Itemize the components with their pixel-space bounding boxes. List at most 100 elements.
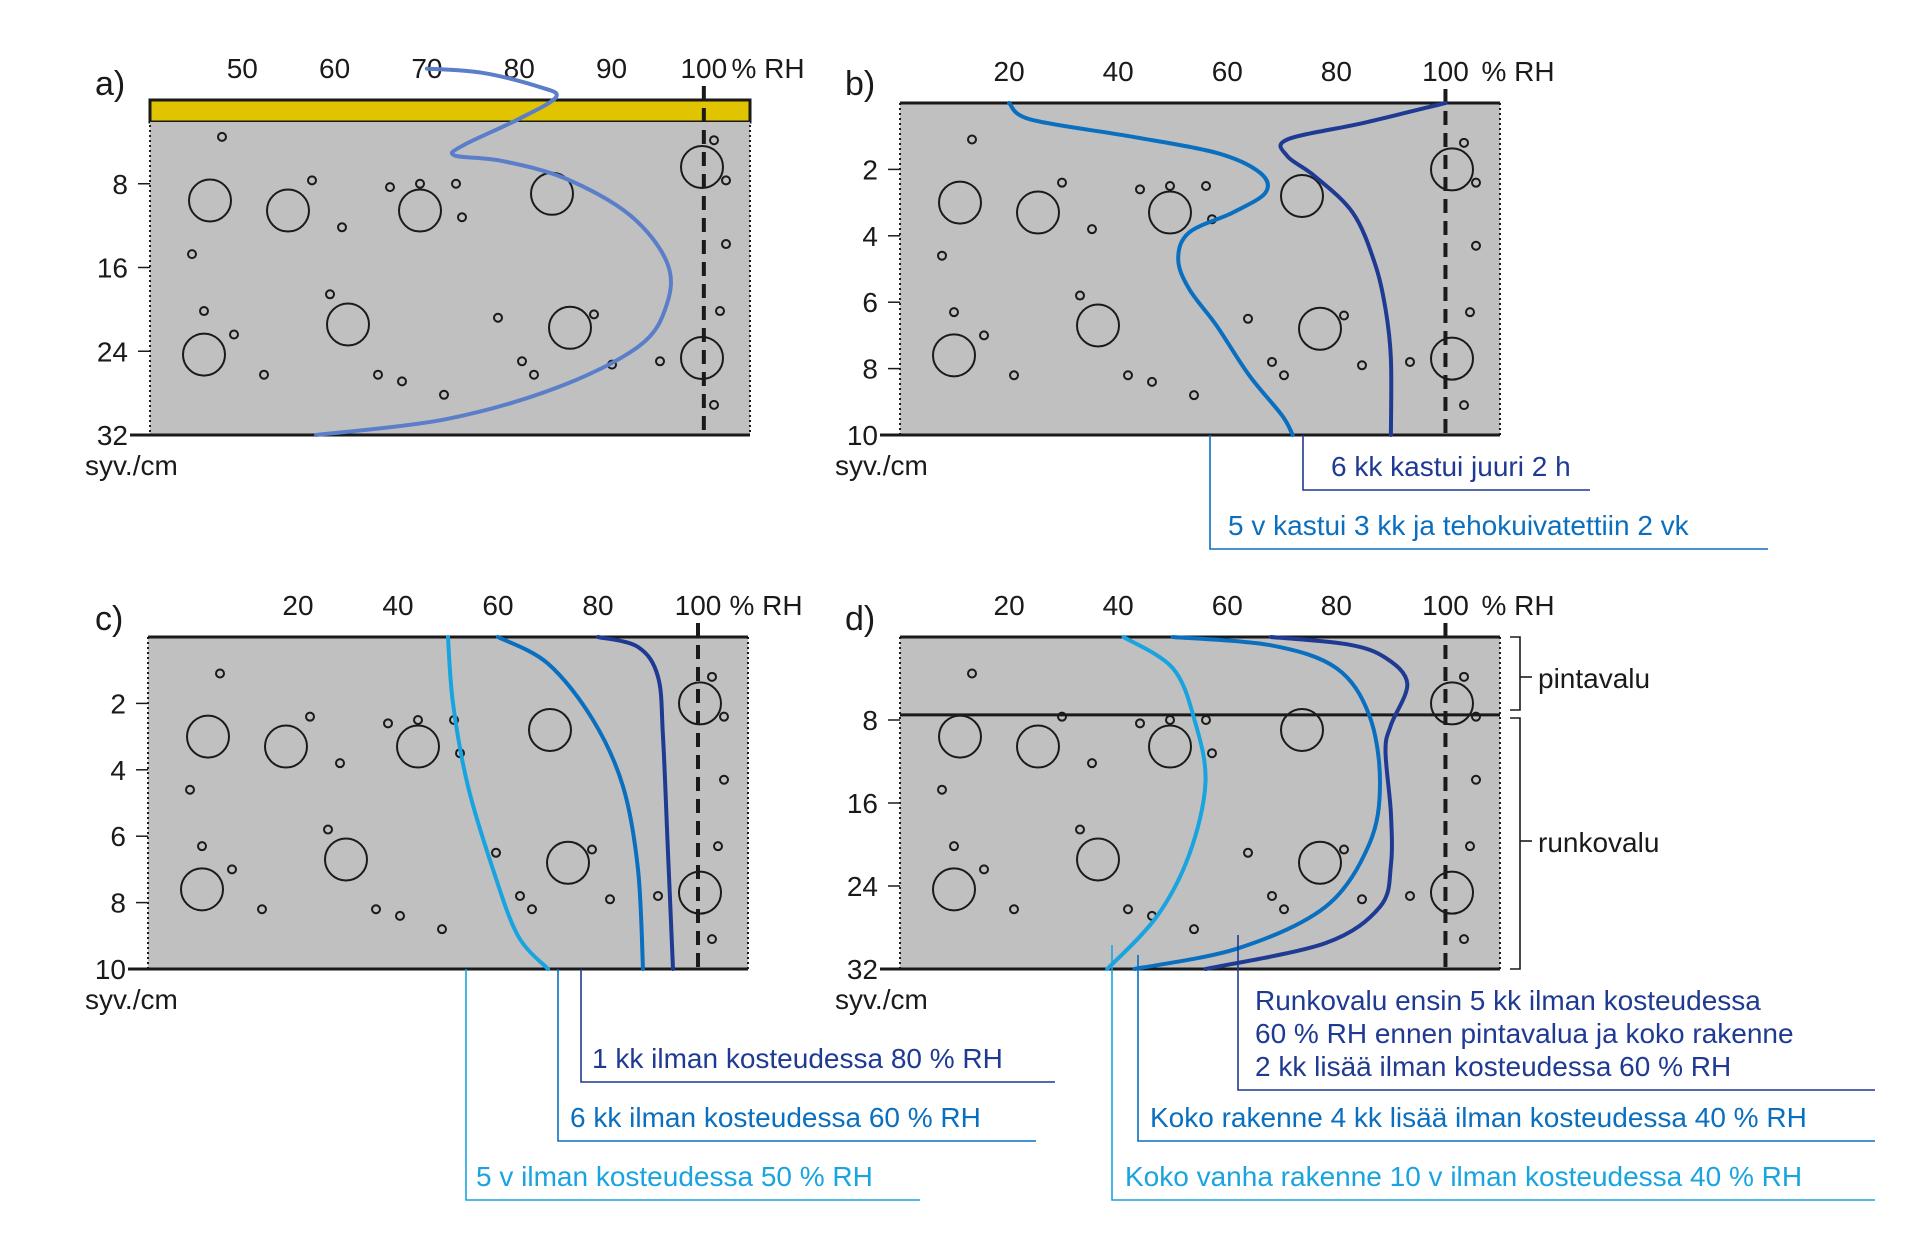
aggregate-bubbles xyxy=(932,134,1481,411)
aggregate-large xyxy=(1430,336,1474,381)
aggregate-large xyxy=(938,180,982,225)
brace-runkovalu xyxy=(1510,717,1521,970)
concrete-body xyxy=(150,122,750,435)
panel-label: d) xyxy=(845,600,875,638)
aggregate-bubbles xyxy=(180,668,729,945)
aggregate-large xyxy=(398,188,442,233)
aggregate-small xyxy=(217,131,227,142)
aggregate-small xyxy=(707,934,717,945)
aggregate-small xyxy=(1123,370,1133,381)
legend-d-dark-line1: Runkovalu ensin 5 kk ilman kosteudessa xyxy=(1255,985,1761,1016)
aggregate-small xyxy=(457,212,467,223)
aggregate-small xyxy=(257,904,267,915)
x-tick-label: 100 xyxy=(680,53,727,84)
series-line-light xyxy=(1105,635,1208,971)
y-tick-label: 8 xyxy=(110,888,126,919)
aggregate-small xyxy=(1339,310,1349,321)
leader-b-mid xyxy=(1209,435,1768,550)
aggregate-small xyxy=(515,890,525,901)
legend-leaders xyxy=(465,435,1875,1201)
aggregate-small xyxy=(1243,847,1253,858)
series-line-mid xyxy=(1132,635,1383,971)
layer-label-pintavalu: pintavalu xyxy=(1538,663,1650,694)
x-tick-label: 60 xyxy=(1212,590,1243,621)
x-tick-label: 40 xyxy=(1103,590,1134,621)
aggregate-small xyxy=(1165,181,1175,191)
aggregate-small xyxy=(1471,240,1481,251)
y-axis-label: syv./cm xyxy=(835,984,928,1015)
aggregate-small xyxy=(1189,390,1199,401)
aggregate-small xyxy=(1267,890,1277,901)
aggregate-small xyxy=(719,774,729,785)
aggregate-small xyxy=(1357,894,1367,905)
aggregate-small xyxy=(1201,181,1211,191)
aggregate-small xyxy=(383,718,393,729)
legend-b-dark: 6 kk kastui juuri 2 h xyxy=(1331,451,1571,482)
aggregate-small xyxy=(655,356,665,367)
x-tick-label: 100 xyxy=(1422,56,1469,87)
aggregate-large xyxy=(1298,306,1342,351)
aggregate-large xyxy=(528,707,572,752)
y-tick-label: 6 xyxy=(110,821,126,852)
y-tick-label: 32 xyxy=(97,420,128,451)
panel-label: c) xyxy=(95,600,123,638)
y-tick-label: 16 xyxy=(847,788,878,819)
aggregate-small xyxy=(1135,718,1145,729)
x-tick-label: 20 xyxy=(282,590,313,621)
aggregate-large xyxy=(1280,173,1324,218)
aggregate-small xyxy=(307,175,317,186)
y-tick-label: 4 xyxy=(862,221,878,252)
layer-label-runkovalu: runkovalu xyxy=(1538,827,1659,858)
aggregate-small xyxy=(1471,711,1481,722)
y-tick-label: 6 xyxy=(862,287,878,318)
concrete-body xyxy=(900,103,1500,435)
aggregate-large xyxy=(932,333,976,378)
aggregate-small xyxy=(587,844,597,855)
y-tick-label: 24 xyxy=(847,871,878,902)
aggregate-large xyxy=(188,178,232,223)
legend-d-mid: Koko rakenne 4 kk lisää ilman kosteudess… xyxy=(1150,1102,1807,1133)
aggregate-small xyxy=(199,306,209,317)
aggregate-large xyxy=(180,867,224,912)
leader-d-dark xyxy=(1237,935,1875,1091)
x-unit-label: % RH xyxy=(1481,56,1554,87)
aggregate-small xyxy=(185,784,195,795)
aggregate-small xyxy=(215,668,225,679)
aggregate-small xyxy=(305,711,315,722)
aggregate-large xyxy=(1148,190,1192,235)
aggregate-large xyxy=(1430,870,1474,915)
x-tick-label: 20 xyxy=(994,56,1025,87)
y-tick-label: 10 xyxy=(847,420,878,451)
aggregate-small xyxy=(1465,841,1475,852)
aggregate-small xyxy=(413,715,423,725)
legend-d-light: Koko vanha rakenne 10 v ilman kosteudess… xyxy=(1125,1161,1802,1192)
aggregate-small xyxy=(1471,177,1481,188)
aggregate-small xyxy=(949,307,959,318)
y-tick-label: 24 xyxy=(97,336,128,367)
series-line-dark xyxy=(596,635,675,971)
aggregate-small xyxy=(437,924,447,935)
aggregate-small xyxy=(325,289,335,300)
aggregate-small xyxy=(395,910,405,921)
aggregate-large xyxy=(1280,707,1324,752)
aggregate-small xyxy=(527,904,537,915)
y-tick-label: 8 xyxy=(862,705,878,736)
aggregate-small xyxy=(1189,924,1199,935)
aggregate-large xyxy=(548,305,592,350)
concrete-body xyxy=(900,637,1500,969)
aggregate-small xyxy=(517,356,527,367)
x-tick-label: 60 xyxy=(1212,56,1243,87)
y-tick-label: 8 xyxy=(862,354,878,385)
y-tick-label: 10 xyxy=(95,954,126,985)
aggregate-large xyxy=(396,724,440,769)
aggregate-large xyxy=(932,867,976,912)
aggregate-small xyxy=(937,250,947,261)
aggregate-small xyxy=(967,134,977,145)
leader-d-light xyxy=(1111,945,1875,1201)
aggregate-small xyxy=(1459,934,1469,945)
y-tick-label: 4 xyxy=(110,755,126,786)
aggregate-small xyxy=(721,239,731,250)
x-tick-label: 40 xyxy=(382,590,413,621)
